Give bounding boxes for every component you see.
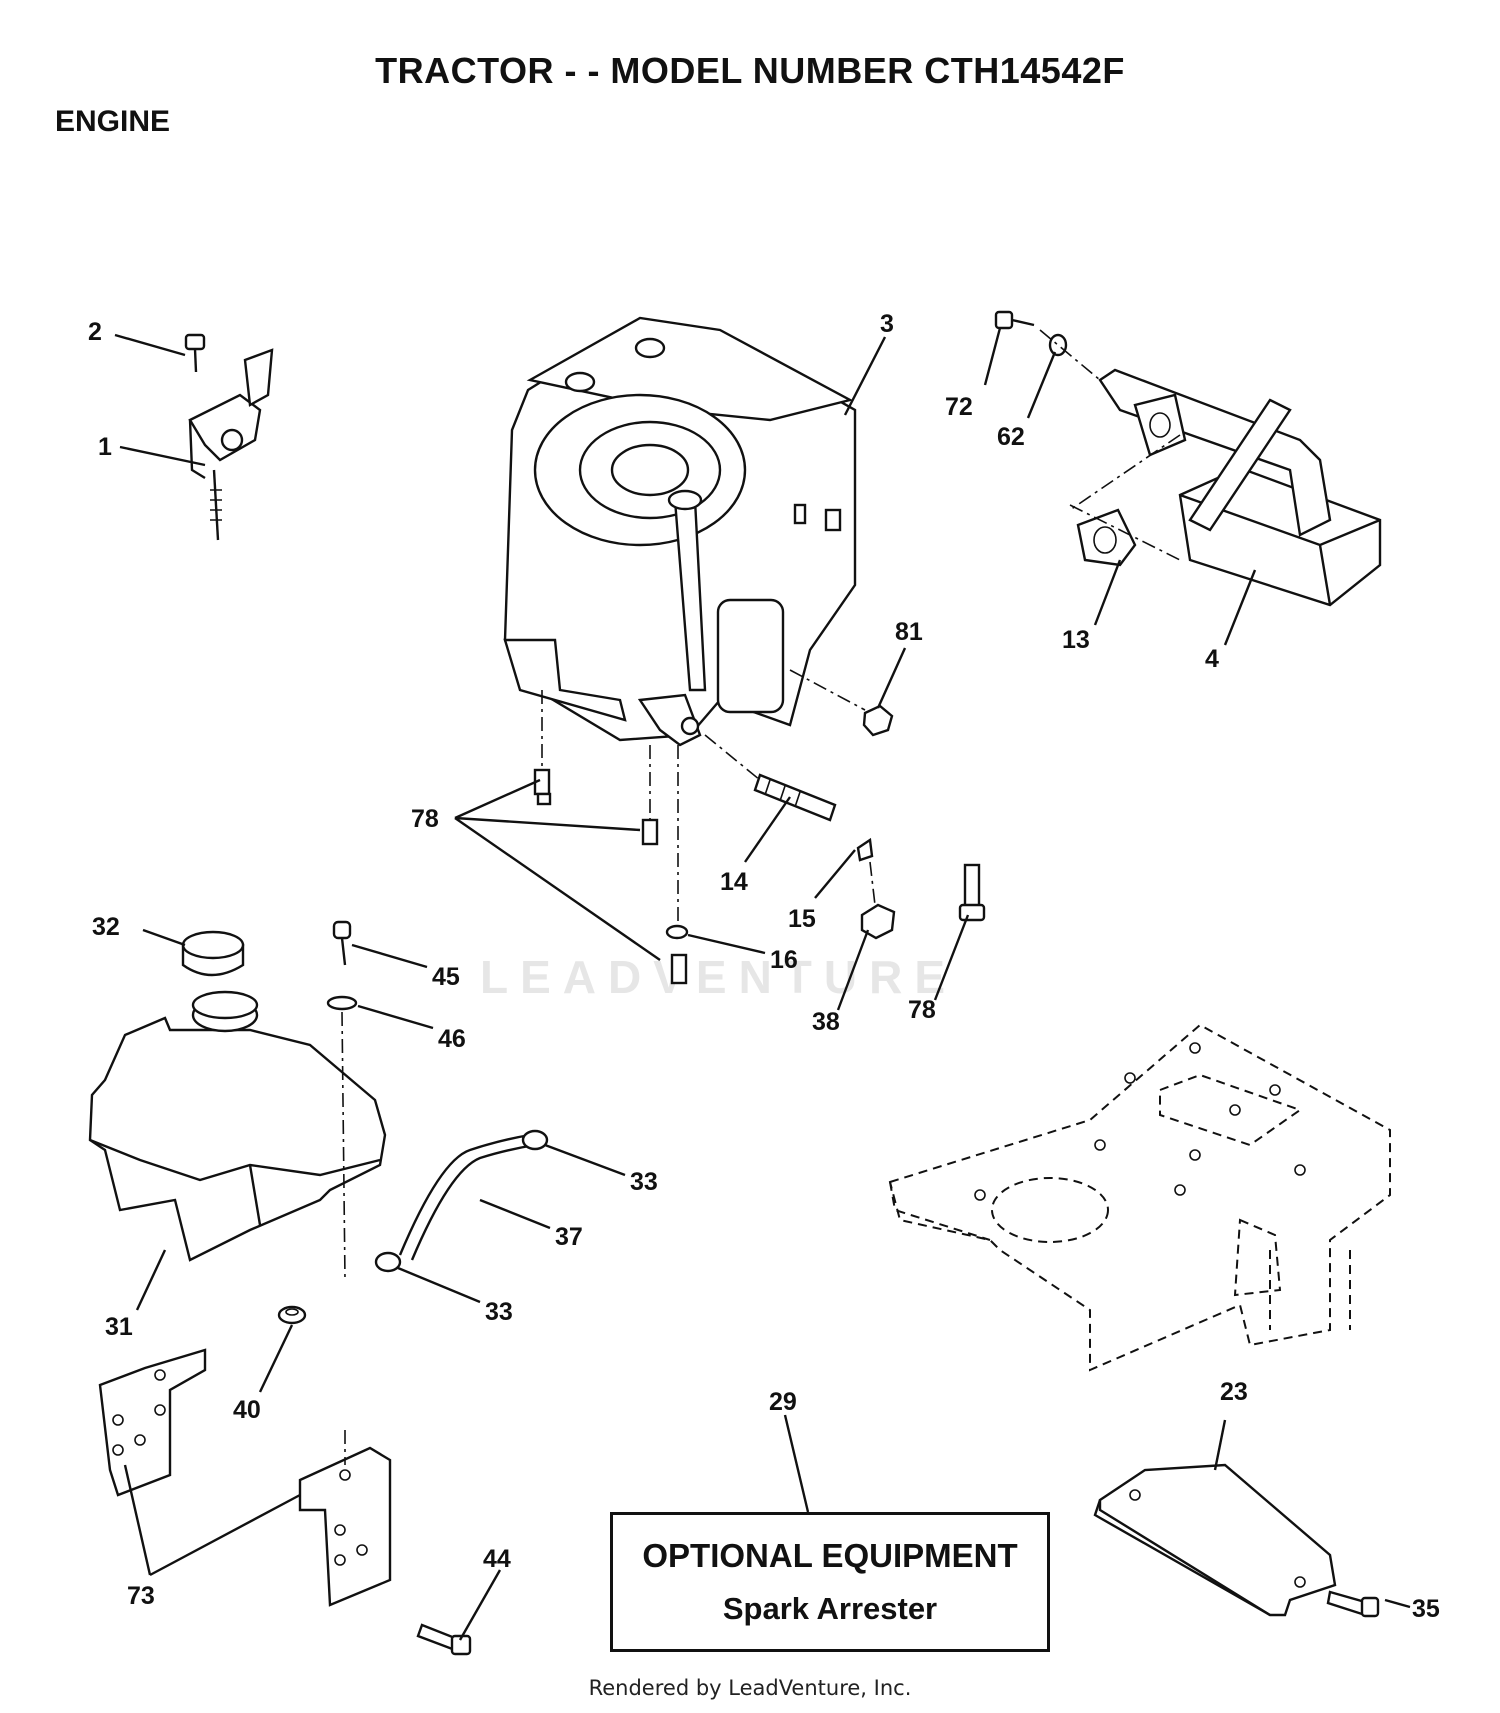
callout-label: 62 bbox=[997, 423, 1025, 451]
engine-part[interactable] bbox=[503, 316, 857, 747]
page-title: TRACTOR - - MODEL NUMBER CTH14542F bbox=[375, 50, 1125, 91]
callout-label: 3 bbox=[880, 310, 894, 338]
grommet-part[interactable] bbox=[277, 1305, 307, 1325]
fuel-cap-part[interactable] bbox=[181, 930, 245, 977]
spark-arrester-part[interactable] bbox=[1093, 1463, 1337, 1617]
callout-label: 78 bbox=[411, 805, 439, 833]
washer-part[interactable] bbox=[665, 924, 689, 940]
callout-label: 14 bbox=[720, 868, 748, 896]
callout-labels: 2 1 3 72 62 13 4 81 78 14 15 16 38 78 32… bbox=[88, 310, 1440, 1623]
throttle-control-part[interactable] bbox=[188, 348, 274, 541]
gasket-part[interactable] bbox=[1076, 508, 1137, 567]
callout-label: 4 bbox=[1205, 645, 1219, 673]
callout-label: 16 bbox=[770, 946, 798, 974]
callout-label: 29 bbox=[769, 1388, 797, 1416]
section-title: ENGINE bbox=[55, 105, 171, 138]
optional-equipment-title: OPTIONAL EQUIPMENT bbox=[642, 1537, 1018, 1574]
chassis-frame bbox=[888, 1023, 1391, 1372]
drain-cap-part[interactable] bbox=[856, 837, 874, 862]
bolt-part[interactable] bbox=[994, 310, 1035, 330]
callout-label: 46 bbox=[438, 1025, 466, 1053]
callout-label: 15 bbox=[788, 905, 816, 933]
tank-washer-part[interactable] bbox=[326, 995, 358, 1011]
callout-label: 32 bbox=[92, 913, 120, 941]
optional-equipment-item: Spark Arrester bbox=[722, 1591, 938, 1626]
callout-label: 78 bbox=[908, 996, 936, 1024]
optional-equipment-box: OPTIONAL EQUIPMENT Spark Arrester bbox=[610, 1512, 1050, 1652]
tank-screw-part[interactable] bbox=[332, 920, 352, 966]
callout-label: 37 bbox=[555, 1223, 583, 1251]
callout-label: 13 bbox=[1062, 626, 1090, 654]
callout-label: 81 bbox=[895, 618, 923, 646]
footer-credit: Rendered by LeadVenture, Inc. bbox=[588, 1676, 912, 1700]
callout-label: 44 bbox=[483, 1545, 511, 1573]
callout-label: 33 bbox=[485, 1298, 513, 1326]
fuel-tank-part[interactable] bbox=[88, 990, 387, 1262]
leader-lines bbox=[114, 327, 1411, 1641]
tank-bracket-part[interactable] bbox=[98, 1348, 207, 1497]
callout-label: 2 bbox=[88, 318, 102, 346]
callout-label: 33 bbox=[630, 1168, 658, 1196]
callout-label: 1 bbox=[98, 433, 112, 461]
screw-part[interactable] bbox=[184, 333, 206, 373]
callout-label: 35 bbox=[1412, 1595, 1440, 1623]
long-bolt-part[interactable] bbox=[958, 863, 986, 922]
hose-clamp-part[interactable] bbox=[374, 1129, 549, 1273]
drain-pipe-part[interactable] bbox=[753, 773, 837, 822]
bracket-bolt-part[interactable] bbox=[416, 1623, 472, 1656]
callout-label: 23 bbox=[1220, 1378, 1248, 1406]
callout-label: 31 bbox=[105, 1313, 133, 1341]
callout-label: 40 bbox=[233, 1396, 261, 1424]
arrester-screw-part[interactable] bbox=[1326, 1590, 1380, 1618]
muffler-part[interactable] bbox=[1098, 368, 1382, 607]
tank-bracket-part[interactable] bbox=[298, 1446, 392, 1607]
watermark: LEADVENTURE bbox=[480, 951, 958, 1003]
callout-label: 72 bbox=[945, 393, 973, 421]
callout-label: 73 bbox=[127, 1582, 155, 1610]
fuel-line-part[interactable] bbox=[398, 1133, 536, 1261]
callout-label: 38 bbox=[812, 1008, 840, 1036]
nut-part[interactable] bbox=[860, 903, 896, 940]
lock-washer-part[interactable] bbox=[1048, 333, 1068, 357]
mounting-bolt-part[interactable] bbox=[533, 768, 688, 985]
hex-nut-part[interactable] bbox=[862, 704, 894, 737]
callout-label: 45 bbox=[432, 963, 460, 991]
